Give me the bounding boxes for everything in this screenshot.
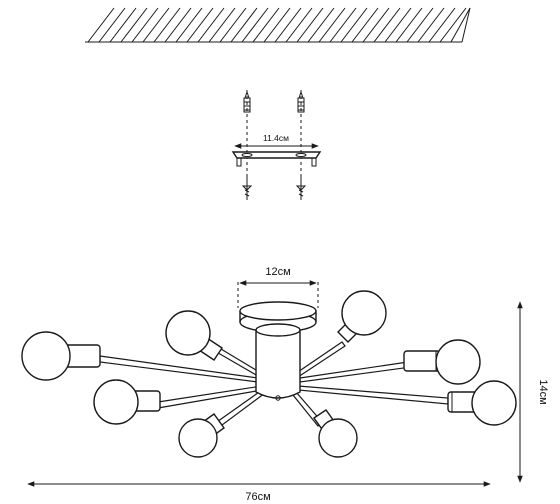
bulb-icon xyxy=(21,331,101,381)
hatch-line xyxy=(406,7,434,43)
wall-plug-icon xyxy=(243,90,251,113)
hatch-line xyxy=(384,7,412,43)
height-label: 14см xyxy=(537,379,549,404)
hatch-line xyxy=(428,7,456,43)
canopy xyxy=(239,301,317,401)
hatch-line xyxy=(153,7,181,43)
hatch-line xyxy=(329,7,357,43)
bulb-icon xyxy=(403,339,481,385)
hatch-line xyxy=(142,7,170,43)
bulb-icon xyxy=(178,413,225,458)
bulb-icon xyxy=(313,409,358,458)
screw-icon xyxy=(241,176,253,200)
hatch-line xyxy=(175,7,203,43)
total-width-label: 76см xyxy=(245,491,270,503)
hatch-line xyxy=(230,7,258,43)
hatch-line xyxy=(219,7,247,43)
hatch-line xyxy=(164,7,192,43)
hatch-line xyxy=(131,7,159,43)
bulb-icon xyxy=(447,380,517,426)
hatch-line xyxy=(417,7,445,43)
hatch-line xyxy=(285,7,313,43)
hatch-line xyxy=(296,7,324,43)
wall-plug-icon xyxy=(297,90,305,113)
height-dimension: 14см xyxy=(517,301,549,483)
hatch-line xyxy=(263,7,291,43)
hatch-line xyxy=(362,7,390,43)
bulb-icon xyxy=(337,290,387,343)
hatch-line xyxy=(450,7,471,43)
hatch-line xyxy=(373,7,401,43)
ceiling-hatch xyxy=(85,7,471,43)
bulb-icon xyxy=(93,379,161,425)
hatch-line xyxy=(208,7,236,43)
mounting-bracket: 11.4см xyxy=(231,90,322,200)
hatch-line xyxy=(87,7,115,43)
hatch-line xyxy=(351,7,379,43)
total-width-dimension: 76см xyxy=(27,481,491,503)
hatch-line xyxy=(439,7,467,43)
bulb-icon xyxy=(165,310,223,361)
hatch-line xyxy=(395,7,423,43)
screw-icon xyxy=(295,176,307,200)
bulbs xyxy=(21,290,517,458)
hatch-line xyxy=(186,7,214,43)
hatch-line xyxy=(197,7,225,43)
hatch-line xyxy=(318,7,346,43)
hatch-line xyxy=(120,7,148,43)
hatch-line xyxy=(461,7,471,43)
hatch-line xyxy=(340,7,368,43)
hatch-line xyxy=(307,7,335,43)
hatch-line xyxy=(109,7,137,43)
canopy-dimension: 12см xyxy=(237,266,319,308)
hatch-line xyxy=(274,7,302,43)
hatch-line xyxy=(252,7,280,43)
canopy-width-label: 12см xyxy=(265,266,290,278)
hatch-line xyxy=(241,7,269,43)
hatch-line xyxy=(98,7,126,43)
bracket-width-label: 11.4см xyxy=(263,133,289,143)
